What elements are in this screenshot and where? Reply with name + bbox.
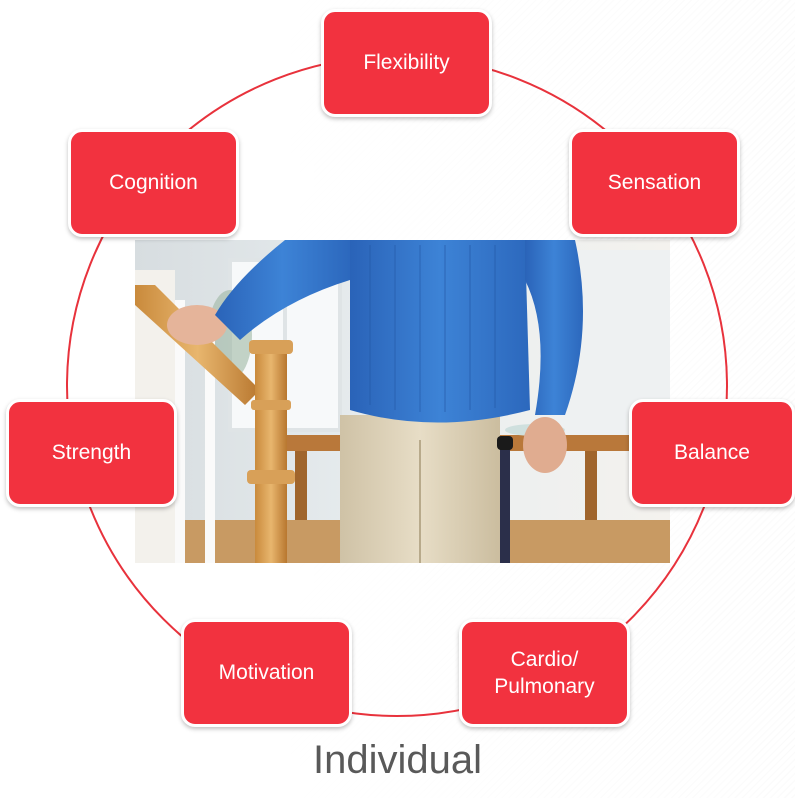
node-motivation: Motivation bbox=[181, 619, 352, 727]
node-cognition-label: Cognition bbox=[109, 171, 198, 195]
center-caption: Individual bbox=[312, 738, 482, 782]
node-cardio-pulmonary: Cardio/ Pulmonary bbox=[459, 619, 630, 727]
node-sensation-label: Sensation bbox=[607, 171, 702, 195]
node-strength: Strength bbox=[6, 399, 177, 507]
node-flexibility: Flexibility bbox=[321, 9, 492, 117]
node-motivation-label: Motivation bbox=[218, 661, 315, 685]
node-cardio-pulmonary-label: Cardio/ Pulmonary bbox=[494, 647, 595, 698]
node-balance-label: Balance bbox=[674, 441, 750, 465]
node-cognition: Cognition bbox=[68, 129, 239, 237]
node-strength-label: Strength bbox=[51, 441, 132, 465]
center-photo bbox=[135, 240, 670, 563]
node-sensation: Sensation bbox=[569, 129, 740, 237]
node-flexibility-label: Flexibility bbox=[363, 51, 450, 75]
node-balance: Balance bbox=[629, 399, 795, 507]
